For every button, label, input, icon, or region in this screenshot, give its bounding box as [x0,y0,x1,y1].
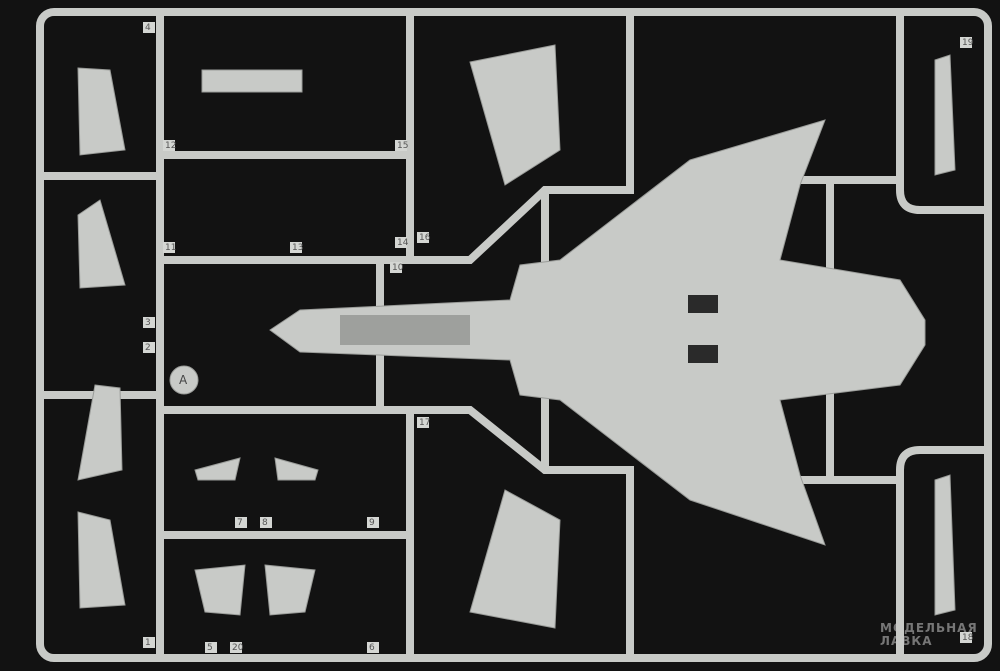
part-number-tab [960,37,972,48]
part-number-2: 2 [145,343,151,353]
part-20 [264,564,316,616]
part-12 [201,69,303,93]
watermark-logo: МОДЕЛЬНАЯ ЛАВКА [880,622,978,648]
part-number-tab [395,237,407,248]
part-1 [77,511,126,609]
part-number-12: 12 [165,141,176,151]
part-number-9: 9 [369,518,375,528]
part-number-tab [367,642,379,653]
part-number-6: 6 [369,643,375,653]
part-number-7: 7 [237,518,243,528]
part-3 [77,384,123,481]
part-number-17: 17 [419,418,430,428]
part-number-18: 18 [962,633,974,643]
part-number-tab [395,140,407,151]
part-number-tab [163,242,175,253]
part-19 [934,54,956,176]
part-number-tab [260,517,272,528]
part-number-13: 13 [292,243,303,253]
part-number-11: 11 [165,243,176,253]
tail-fin-lower [469,489,561,629]
part-number-tab [230,642,242,653]
part-number-tab [143,342,155,353]
part-number-14: 14 [397,238,409,248]
fuselage-lower-half [269,119,926,546]
part-number-10: 10 [392,263,404,273]
part-number-8: 8 [262,518,268,528]
part-number-20: 20 [232,643,244,653]
part-number-tab [290,242,302,253]
part-number-16: 16 [419,233,431,243]
watermark-line2: ЛАВКА [880,634,933,648]
part-number-tab [205,642,217,653]
part-number-tab [235,517,247,528]
part-number-19: 19 [962,38,974,48]
part-18 [934,474,956,616]
sprue-letter: A [179,373,188,387]
part-number-1: 1 [145,638,151,648]
part-number-tab [143,637,155,648]
outer-runner [36,8,992,662]
part-number-tab [367,517,379,528]
part-number-tab [417,232,429,243]
sprue-letter-tab [169,365,199,395]
tail-fin-upper [469,44,561,186]
part-7 [194,457,241,481]
part-number-tab [417,417,429,428]
part-number-4: 4 [145,23,151,33]
part-number-tab [143,317,155,328]
part-4 [77,67,126,156]
part-number-15: 15 [397,141,408,151]
part-number-tab [390,262,402,273]
part-number-tab [960,632,972,643]
part-number-tab [163,140,175,151]
part-number-3: 3 [145,318,151,328]
part-number-5: 5 [207,643,213,653]
part-8 [274,457,319,481]
watermark-line1: МОДЕЛЬНАЯ [880,621,978,635]
part-number-tab [143,22,155,33]
part-11 [77,199,126,289]
part-5 [194,564,246,616]
